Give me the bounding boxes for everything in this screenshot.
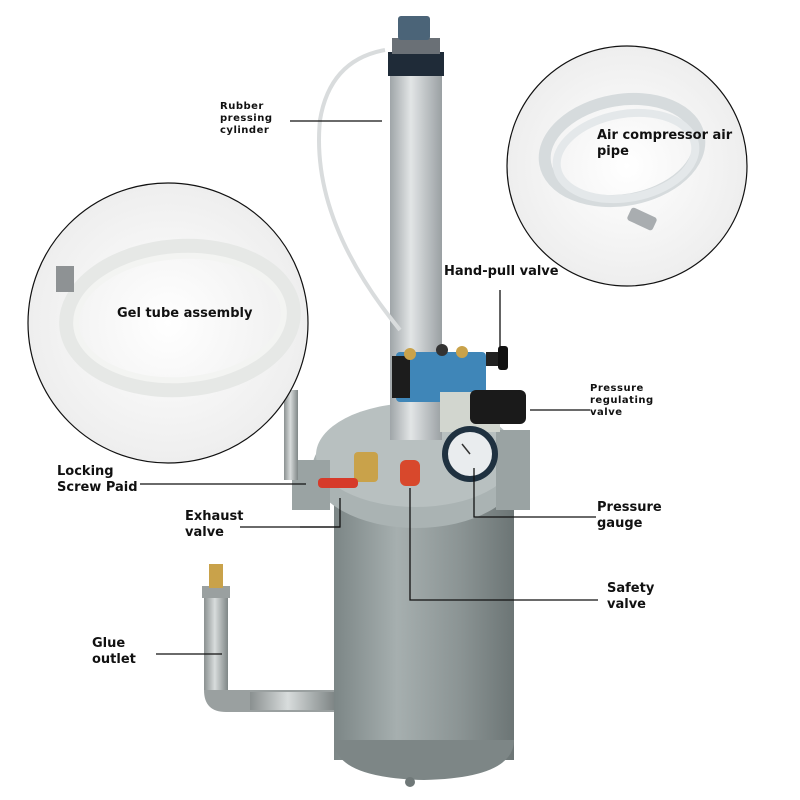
- pressure-regulator: [440, 390, 526, 482]
- leader-lines: [140, 120, 598, 655]
- exhaust-valve: [318, 452, 378, 488]
- tank: [284, 390, 530, 787]
- label-hand-pull-valve: Hand-pull valve: [444, 264, 559, 279]
- gel-tube-inset: [27, 182, 309, 464]
- safety-valve: [400, 460, 420, 486]
- label-air-compressor-air-pipe: Air compressor air pipe: [597, 128, 733, 159]
- hand-pull-valve: [392, 344, 508, 402]
- label-locking-screw-paid: Locking Screw Paid: [57, 464, 138, 495]
- label-rubber-pressing-cylinder: Rubber pressing cylinder: [220, 101, 273, 136]
- label-pressure-gauge: Pressure gauge: [597, 500, 662, 531]
- label-gel-tube-assembly: Gel tube assembly: [117, 306, 253, 321]
- glue-outlet: [202, 564, 334, 712]
- label-glue-outlet: Glue outlet: [92, 636, 136, 667]
- air-pipe-inset: [506, 45, 748, 287]
- label-safety-valve: Safety valve: [607, 581, 655, 612]
- label-pressure-regulating-valve: Pressure regulating valve: [590, 383, 654, 418]
- label-exhaust-valve: Exhaust valve: [185, 509, 244, 540]
